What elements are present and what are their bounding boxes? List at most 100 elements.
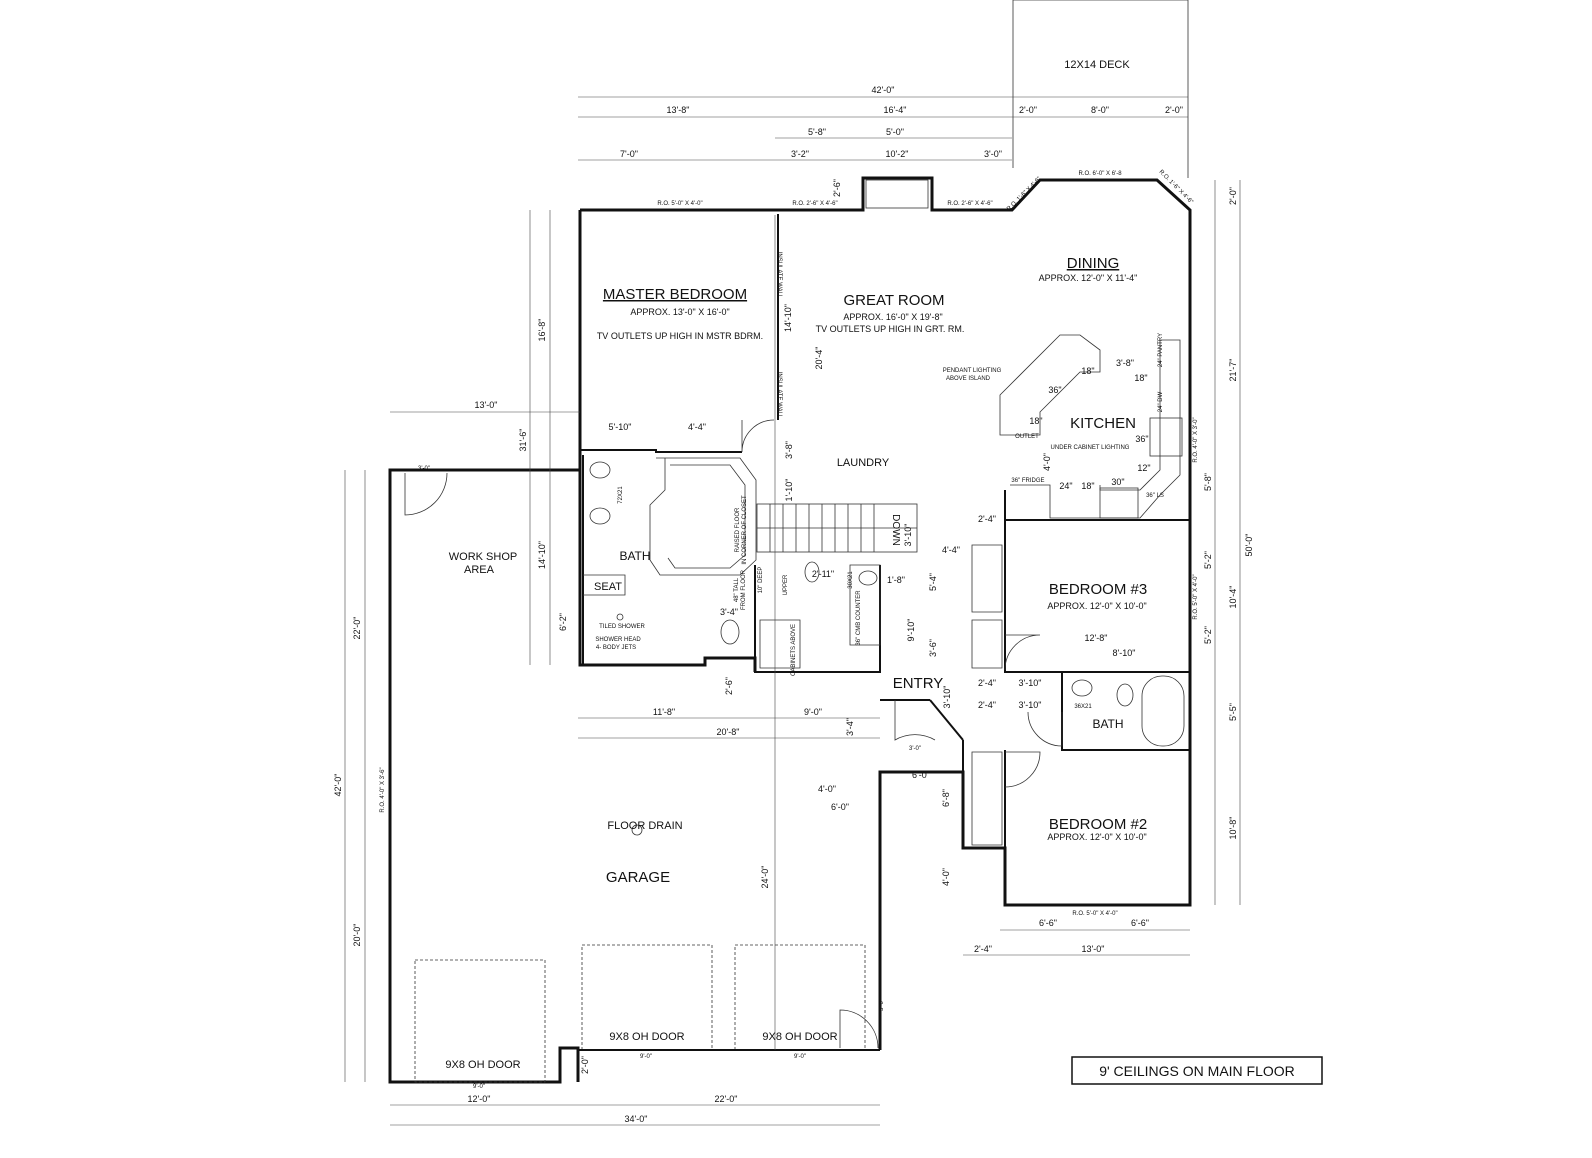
dim-label: 3'-10" [1019, 700, 1042, 710]
window-label: R.O. 5'-0" X 4'-0" [657, 201, 702, 207]
window-label: R.O. 2'-6" X 4'-6" [792, 201, 837, 207]
great-room-note: TV OUTLETS UP HIGH IN GRT. RM. [816, 324, 965, 334]
toilet-icon [804, 561, 820, 583]
dim-label: 50'-0" [1244, 534, 1254, 557]
deep-note: 10" DEEP [758, 567, 764, 594]
dim-label: 20'-8" [717, 727, 740, 737]
dim-label: 4'-4" [942, 545, 960, 555]
dim-label: 9'-0" [640, 1054, 652, 1060]
dim-label: 2'-0" [1228, 187, 1238, 205]
dim-label: 34'-0" [625, 1114, 648, 1124]
floor-drain-label: FLOOR DRAIN [607, 820, 682, 832]
bath2-walls [1061, 672, 1190, 751]
dim-label: 13'-0" [475, 400, 498, 410]
stair-treads [757, 504, 917, 552]
bedroom3-size: APPROX. 12'-0" X 10'-0" [1047, 601, 1146, 611]
dim-label: 11'-8" [653, 707, 675, 717]
dim-label: 16'-4" [884, 105, 907, 115]
dim-label: 6'-0" [912, 770, 930, 780]
kitchen-sink [1149, 417, 1183, 457]
seat-label: SEAT [594, 581, 622, 593]
dim-label: 6'-6" [1131, 918, 1149, 928]
exterior-walls [388, 0, 1192, 1084]
dim-label: 18" [1081, 366, 1094, 376]
master-wing-wall [388, 210, 582, 1084]
bedroom3-walls [1004, 520, 1190, 673]
bedroom2-closets [971, 751, 1003, 846]
counter-note: 36" CMB COUNTER [856, 590, 862, 646]
garage-label: GARAGE [606, 869, 670, 886]
bath2-label: BATH [1092, 717, 1123, 731]
dim-label: 13'-0" [1082, 944, 1105, 954]
dim-label: 6'-0" [831, 802, 849, 812]
dim-label: 9'-10" [906, 619, 916, 642]
dim-label: 2'-6" [832, 179, 842, 197]
dim-label: 2'-6" [724, 677, 734, 695]
dim-label: 8'-10" [1113, 648, 1136, 658]
dim-label: 2'-4" [978, 678, 996, 688]
dim-label: 3'-10" [1019, 678, 1042, 688]
dim-label: 5'-8" [808, 127, 826, 137]
dimension-lines [344, 96, 1241, 1126]
dim-label: 3'-0" [418, 466, 430, 472]
dining-size: APPROX. 12'-0" X 11'-4" [1039, 273, 1138, 283]
dim-label: 3'-2" [791, 149, 809, 159]
raised-floor-note-1: RAISED FLOOR [735, 507, 741, 552]
dim-label: 9'-0" [804, 707, 822, 717]
entry-label: ENTRY [893, 675, 944, 692]
dim-label: 12'-0" [468, 1094, 491, 1104]
window-label: R.O. 6'-0" X 6'-8 [1078, 171, 1122, 177]
fixtures [589, 179, 1134, 836]
dim-label: 8'-0" [1091, 105, 1109, 115]
oh-door-label-2: 9X8 OH DOOR [609, 1031, 684, 1043]
closet-walls [649, 457, 757, 576]
window-label: R.O. 2'-6" X 4'-6" [947, 201, 992, 207]
laundry-label: LAUNDRY [837, 457, 890, 469]
shower-head-icon [616, 613, 624, 621]
bedroom2-size: APPROX. 12'-0" X 10'-0" [1047, 832, 1146, 842]
toilet-icon [1116, 683, 1134, 707]
ls-note: 36" LS [1146, 493, 1164, 499]
window-label: R.O. 5'-0" X 4'-0" [1193, 574, 1199, 619]
bedroom3-door [1004, 634, 1041, 671]
pantry-note: 24" PANTRY [1158, 333, 1164, 367]
insulate-wall-note-2: INSULATE WALL [776, 372, 782, 419]
master-bedroom-size: APPROX. 13'-0" X 16'-0" [630, 307, 729, 317]
outlet-note: OUTLET [1015, 434, 1039, 440]
dim-label: 22'-0" [352, 617, 362, 640]
dim-label: 20'-0" [352, 924, 362, 947]
dim-label: 16'-8" [537, 319, 547, 342]
bathtub [1141, 675, 1185, 747]
oh-door-label-1: 9X8 OH DOOR [445, 1059, 520, 1071]
ceiling-note-box [1071, 1056, 1323, 1085]
laundry-cabinets [759, 564, 881, 669]
body-jets-note: 4- BODY JETS [596, 645, 636, 651]
dim-label: 36" [1135, 434, 1148, 444]
dim-label: 3'-10" [942, 686, 952, 709]
dim-label: 6'-2" [558, 613, 568, 631]
sink-icon [589, 507, 611, 525]
dim-label: 24'-0" [760, 866, 770, 889]
dim-label: 6'-6" [1039, 918, 1057, 928]
kitchen-label: KITCHEN [1070, 415, 1136, 432]
dim-label: 4'-0" [818, 784, 836, 794]
dim-label: 6'-8" [941, 789, 951, 807]
dim-label: 1'-10" [784, 479, 794, 502]
window-label: R.O. 4'-0" X 3'-0" [1193, 417, 1199, 462]
dim-label: 3'-0" [984, 149, 1002, 159]
oh-door-outline-1 [414, 959, 546, 1083]
dim-label: 36" [1048, 385, 1061, 395]
dim-label: 18" [1029, 416, 1042, 426]
great-room-label: GREAT ROOM [843, 292, 944, 309]
closet-inner [667, 464, 746, 569]
bedroom3-label: BEDROOM #3 [1049, 581, 1147, 598]
entry-walls [880, 699, 964, 772]
dim-label: 9'-0" [794, 1054, 806, 1060]
deck-label: 12X14 DECK [1064, 59, 1130, 71]
dim-label: 12'-8" [1085, 633, 1108, 643]
under-cabinet-note: UNDER CABINET LIGHTING [1051, 445, 1130, 451]
bedroom3-closets [971, 544, 1003, 669]
dim-label: 1'-8" [887, 575, 905, 585]
dim-label: 10'-2" [886, 149, 909, 159]
dim-label: 20'-4" [814, 347, 824, 370]
